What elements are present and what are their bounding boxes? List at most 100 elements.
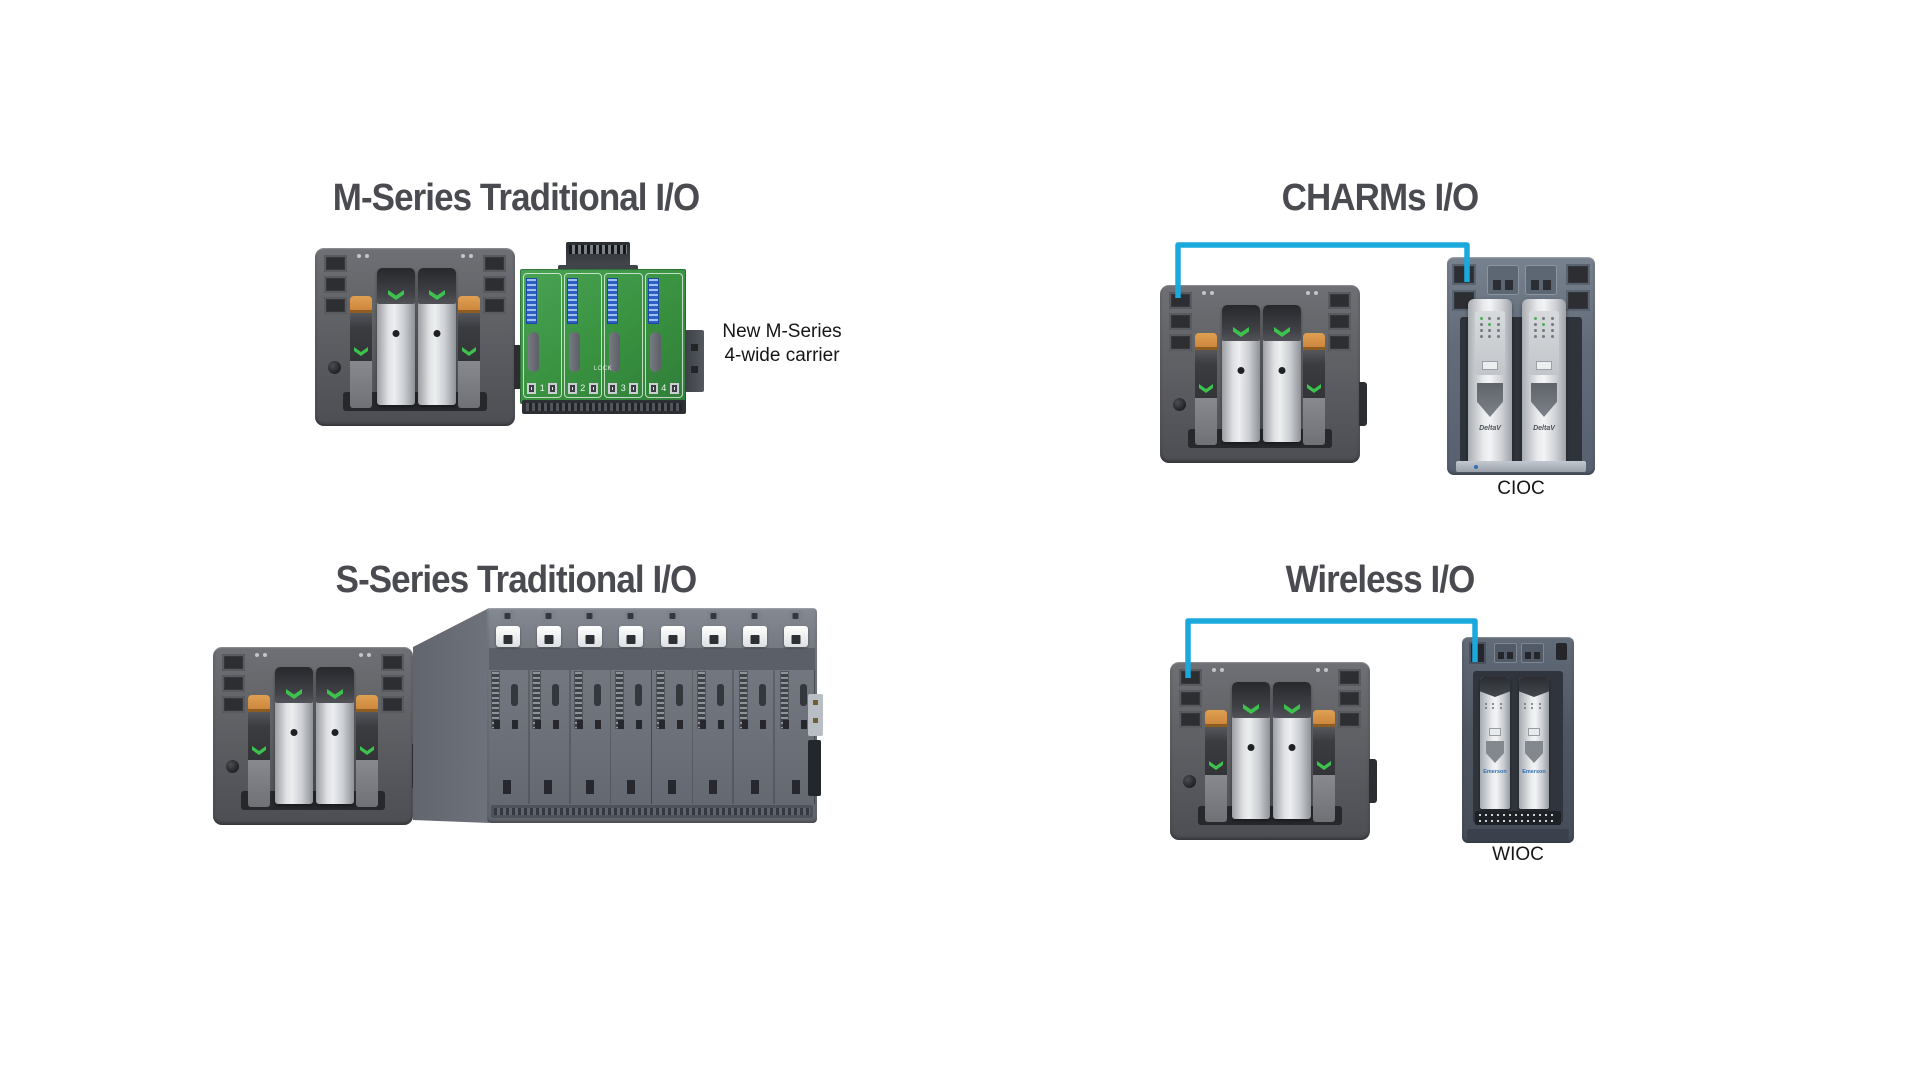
side-connector-tab — [1359, 382, 1367, 426]
cioc-cards: DeltaV DeltaV — [1468, 299, 1566, 467]
power-module-face — [356, 712, 378, 760]
terminal-strip — [698, 672, 706, 728]
s-series-title: S-Series Traditional I/O — [335, 558, 698, 601]
processor-module — [316, 667, 354, 804]
power-module-face — [1205, 727, 1227, 775]
ethernet-port-icon — [1328, 334, 1351, 351]
button-dot — [433, 330, 441, 337]
vent-hole — [635, 720, 642, 729]
ethernet-port-icon — [1566, 290, 1590, 311]
chevron-down-icon — [1209, 761, 1223, 770]
side-connector — [808, 740, 821, 796]
rack-recess-band — [489, 648, 815, 670]
carrier-slot: 3 — [604, 273, 643, 398]
blue-terminal-connector — [567, 279, 577, 323]
chevron-down-icon — [1486, 741, 1504, 763]
power-terminal — [1521, 643, 1544, 663]
carrier-caption: New M-Series 4-wide carrier — [697, 320, 867, 368]
orange-latch — [1205, 710, 1227, 727]
vent-hole — [512, 720, 518, 729]
power-module-lower — [248, 760, 270, 807]
key-slot — [758, 684, 766, 706]
ethernet-ports-left — [324, 255, 347, 314]
power-module-face — [350, 313, 372, 361]
chevron-down-icon — [1477, 383, 1503, 417]
solder-pad — [648, 383, 658, 394]
ethernet-ports-right — [1328, 292, 1351, 351]
button-dot — [290, 729, 298, 736]
card-cap — [1519, 677, 1549, 697]
vent-hole — [494, 720, 500, 729]
processor-module — [1222, 305, 1260, 442]
chevron-down-icon — [1531, 383, 1557, 417]
latch-clip — [701, 626, 726, 647]
latch-clip — [578, 626, 603, 647]
power-terminal — [1525, 265, 1557, 295]
slot-number: 3 — [620, 383, 626, 393]
ethernet-port-icon — [483, 276, 506, 293]
status-led-grid — [1524, 703, 1544, 709]
latch-clip — [495, 626, 520, 647]
solder-pad — [629, 383, 639, 394]
brand-text: Emerson — [1522, 769, 1546, 775]
ethernet-port-icon — [1338, 711, 1361, 728]
power-module-face — [1303, 350, 1325, 398]
network-cable — [1175, 242, 1470, 298]
network-cable — [1185, 618, 1478, 678]
mount-hole — [668, 780, 676, 794]
green-carrier-board: 1 2 3 4 LOCK — [520, 269, 686, 404]
terminal-strip — [615, 672, 623, 728]
top-tab — [624, 611, 638, 621]
carrier-slots: 1 2 3 4 — [523, 273, 683, 398]
power-module — [458, 296, 480, 408]
processor-module — [1232, 682, 1270, 819]
latch-clip — [619, 626, 644, 647]
chevron-down-icon — [327, 689, 343, 699]
ethernet-port-icon — [483, 297, 506, 314]
processor-module — [275, 667, 313, 804]
key-slot — [634, 684, 642, 706]
cioc-unit: DeltaV DeltaV — [1447, 257, 1595, 475]
vent-hole — [759, 720, 766, 729]
vent-hole — [594, 720, 601, 729]
processor-module — [377, 268, 415, 405]
chevron-down-icon — [1243, 704, 1259, 714]
ethernet-port-icon — [324, 276, 347, 293]
terminal-row — [1475, 811, 1561, 825]
m-series-4wide-carrier: 1 2 3 4 LOCK — [520, 242, 704, 420]
ethernet-port-icon — [324, 297, 347, 314]
key-slot — [676, 684, 683, 706]
io-slot-column — [487, 608, 528, 823]
power-terminal — [1494, 643, 1517, 663]
led-panel — [1475, 311, 1505, 375]
processor-module — [1273, 682, 1311, 819]
ethernet-port-icon — [381, 675, 404, 692]
status-led-grid — [1485, 703, 1505, 709]
status-leds — [1306, 291, 1318, 295]
io-slot-column — [570, 608, 611, 823]
chevron-down-icon — [354, 347, 368, 356]
blue-terminal-connector — [527, 279, 536, 323]
status-leds — [255, 653, 267, 657]
button-dot — [1288, 744, 1296, 751]
label-chip — [1537, 362, 1551, 369]
key-slot — [511, 684, 518, 706]
chevron-down-icon — [462, 347, 476, 356]
latch-clip — [660, 626, 685, 647]
led-panel — [1529, 311, 1559, 375]
cioc-label: CIOC — [1497, 478, 1545, 499]
orange-latch — [1303, 333, 1325, 350]
mount-hole — [750, 780, 759, 794]
bus-connector-top — [558, 242, 638, 275]
latch-clip — [784, 626, 809, 647]
card-cap — [1480, 677, 1510, 697]
screw-icon — [1173, 398, 1186, 411]
button-dot — [1247, 744, 1255, 751]
power-module-lower — [1303, 398, 1325, 445]
processor-module-top — [377, 268, 415, 304]
io-slot-column — [611, 608, 652, 823]
brand-text: DeltaV — [1533, 425, 1555, 432]
processor-module-top — [1263, 305, 1301, 341]
vent-hole — [659, 720, 665, 729]
deltav-controller-unit — [1160, 285, 1367, 463]
